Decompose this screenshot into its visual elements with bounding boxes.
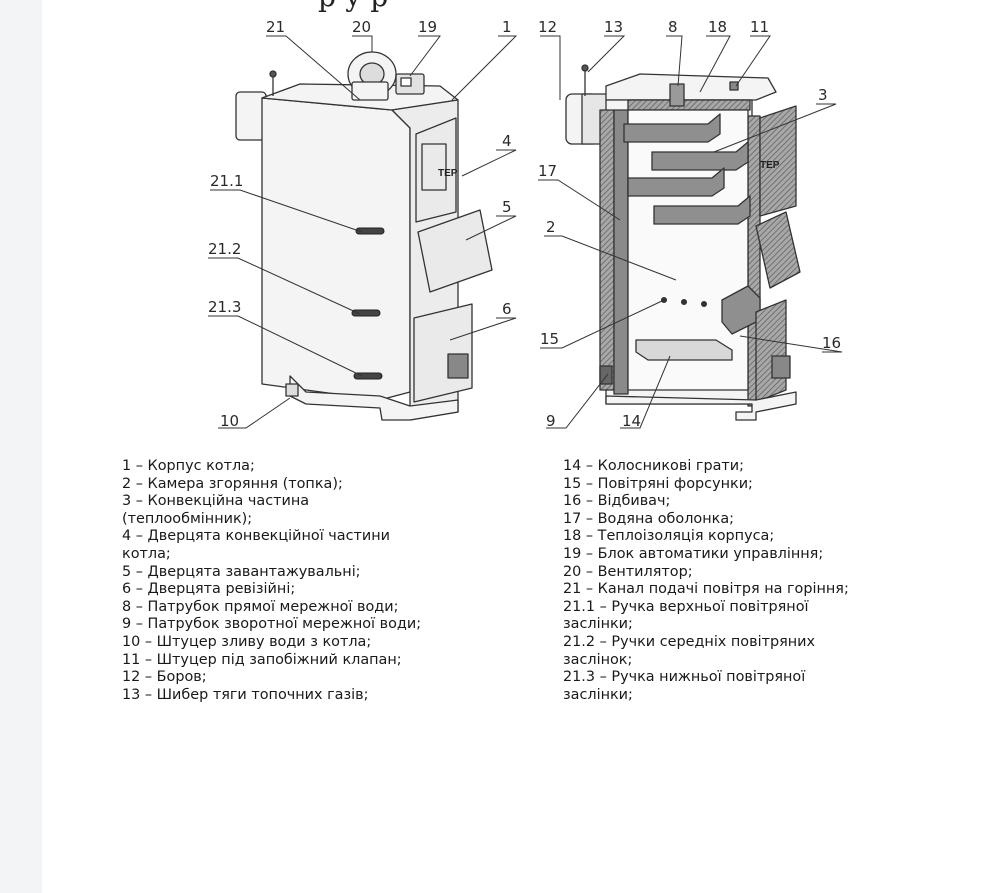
legend-right-column: 14 – Колосникові грати;15 – Повітряні фо… <box>563 458 893 704</box>
fan-outlet <box>351 81 389 101</box>
outlet-pipe <box>669 83 685 107</box>
title-fragment: р у р <box>318 0 388 13</box>
callout-21-1: 21.1 <box>210 172 243 190</box>
callout-11: 11 <box>750 18 769 36</box>
baffle-4 <box>653 195 751 225</box>
callout-20: 20 <box>352 18 371 36</box>
callout-8: 8 <box>668 18 678 36</box>
insulation-left <box>599 109 615 391</box>
baffle-3 <box>627 167 725 197</box>
callout-17: 17 <box>538 162 557 180</box>
grate <box>635 339 733 361</box>
legend-item: 10 – Штуцер зливу води з котла; <box>122 633 372 650</box>
boiler-diagram: р у р ТЕР <box>208 0 843 430</box>
legend-item: 18 – Теплоізоляція корпуса; <box>563 528 775 545</box>
legend-item: 13 – Шибер тяги топочних газів; <box>122 686 369 703</box>
callout-15: 15 <box>540 330 559 348</box>
callout-18: 18 <box>708 18 727 36</box>
legend-left-column: 1 – Корпус котла;2 – Камера згоряння (то… <box>122 458 442 704</box>
section-door-loading <box>755 211 801 289</box>
callout-5: 5 <box>502 198 512 216</box>
legend-item: 16 – Відбивач; <box>563 493 671 510</box>
door-revision <box>413 303 473 403</box>
baffle-2 <box>651 141 749 171</box>
callout-19: 19 <box>418 18 437 36</box>
section-base <box>605 391 797 421</box>
boiler-body-side <box>261 97 411 401</box>
callout-3: 3 <box>818 86 828 104</box>
legend-item: 2 – Камера згоряння (топка); <box>122 475 343 492</box>
legend-item: 15 – Повітряні форсунки; <box>563 475 753 492</box>
legend-item: 3 – Конвекційна частина (теплообмінник); <box>122 493 310 527</box>
legend-item: 20 – Вентилятор; <box>563 563 693 580</box>
callout-21-3: 21.3 <box>208 298 241 316</box>
revision-damper <box>447 353 469 379</box>
legend-item: 4 – Дверцята конвекційної частини котла; <box>122 528 391 562</box>
air-damper-handles <box>351 227 385 380</box>
legend-item: 11 – Штуцер під запобіжний клапан; <box>122 651 402 668</box>
left-callout-leaders <box>208 35 518 429</box>
callout-4: 4 <box>502 132 512 150</box>
boiler-exterior <box>235 51 493 421</box>
legend-item: 12 – Боров; <box>122 669 207 686</box>
legend-item: 14 – Колосникові грати; <box>563 458 745 474</box>
legend-item: 8 – Патрубок прямої мережної води; <box>122 598 399 615</box>
right-callout-labels: 12 13 8 18 11 3 17 2 15 16 9 14 <box>538 18 841 430</box>
legend-item: 9 – Патрубок зворотної мережної води; <box>122 616 422 633</box>
boiler-section <box>565 64 801 421</box>
legend-item: 21.3 – Ручка нижньої повітряної заслінки… <box>563 669 806 703</box>
return-pipe <box>599 365 613 385</box>
left-callout-labels: 21 20 19 1 4 5 6 21.1 21.2 21.3 10 <box>208 18 512 430</box>
drain-fitting <box>285 383 299 397</box>
handle-21-1 <box>355 227 385 235</box>
callout-9: 9 <box>546 412 556 430</box>
section-door-upper <box>759 105 797 217</box>
legend-item: 5 – Дверцята завантажувальні; <box>122 563 361 580</box>
callout-21-2: 21.2 <box>208 240 241 258</box>
right-callout-leaders <box>538 35 843 429</box>
callout-14: 14 <box>622 412 641 430</box>
callout-1: 1 <box>502 18 512 36</box>
legend-item: 17 – Водяна оболонка; <box>563 510 734 527</box>
legend-item: 6 – Дверцята ревізійні; <box>122 581 296 598</box>
door-badge: ТЕР <box>438 168 458 179</box>
legend-item: 21.1 – Ручка верхньої повітряної заслінк… <box>563 598 809 633</box>
handle-21-3 <box>353 372 383 380</box>
legend-item: 21 – Канал подачі повітря на горіння; <box>563 581 849 598</box>
insulation-top <box>627 99 751 111</box>
callout-6: 6 <box>502 300 512 318</box>
section-door-revision <box>755 299 787 403</box>
door-loading <box>417 209 493 293</box>
callout-12: 12 <box>538 18 557 36</box>
section-door-badge: ТЕР <box>760 160 780 171</box>
left-margin-strip <box>0 0 42 893</box>
callout-2: 2 <box>546 218 556 236</box>
legend-item: 1 – Корпус котла; <box>122 458 255 474</box>
boiler-base <box>289 375 459 421</box>
handle-21-2 <box>351 309 381 317</box>
baffle-1 <box>623 113 721 143</box>
callout-10: 10 <box>220 412 239 430</box>
legend-item: 21.2 – Ручки середніх повітряних засліно… <box>563 633 816 668</box>
callout-13: 13 <box>604 18 623 36</box>
callout-21: 21 <box>266 18 285 36</box>
legend-item: 19 – Блок автоматики управління; <box>563 545 824 562</box>
section-top <box>605 73 777 101</box>
callout-16: 16 <box>822 334 841 352</box>
